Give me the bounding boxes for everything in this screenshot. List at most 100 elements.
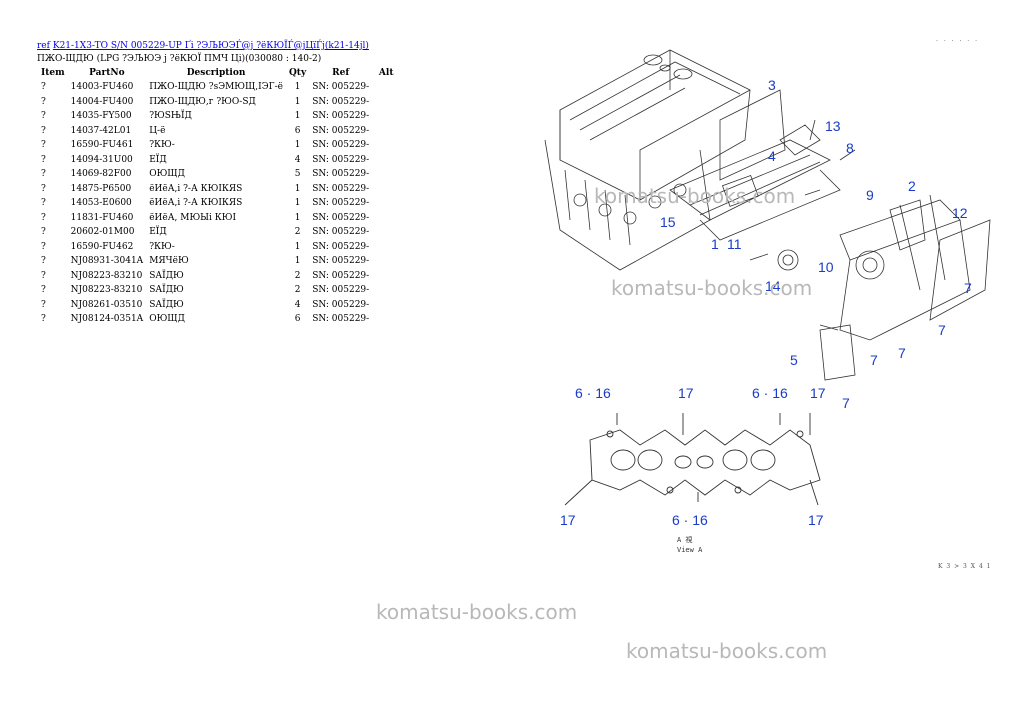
cell-partno: 14094-31U00	[70, 154, 133, 165]
cell-qty: 2	[294, 227, 301, 238]
cell-item: ?	[41, 111, 46, 122]
cell-partno: NJ08931-3041A	[70, 256, 144, 267]
cell-ref: SN: 005229-	[312, 125, 370, 136]
callout-12: 12	[952, 205, 968, 221]
cell-alt	[372, 80, 400, 95]
callout-9: 9	[866, 187, 874, 203]
cell-qty: 1	[294, 111, 301, 122]
cell-qty: 1	[294, 212, 301, 223]
cell-alt	[372, 167, 400, 182]
cell-qty: 2	[294, 270, 301, 281]
cell-alt	[372, 298, 400, 313]
model-title-link[interactable]: K21-1X3-TO S/N 005229-UP Ґі ?ЭЉЮЭЃ@ј ?ёК…	[52, 41, 369, 51]
cell-ref: SN: 005229-	[312, 227, 370, 238]
cell-partno: 11831-FU460	[70, 212, 134, 223]
cell-ref: SN: 005229-	[312, 212, 370, 223]
cell-alt	[372, 254, 400, 269]
cell-description: МЯЧёЮ	[149, 256, 189, 267]
cell-ref: SN: 005229-	[312, 241, 370, 252]
cell-partno: NJ08223-83210	[70, 270, 143, 281]
cell-description: ЕЇД	[149, 227, 167, 238]
cell-alt	[372, 182, 400, 197]
cell-qty: 6	[294, 125, 301, 136]
cell-ref: SN: 005229-	[312, 183, 370, 194]
callout-3: 3	[768, 77, 776, 93]
watermark: komatsu-books.com	[376, 600, 578, 624]
view-callout-6-16-a: 6 · 16	[575, 385, 611, 401]
cell-item: ?	[41, 241, 46, 252]
callout-4: 4	[768, 148, 776, 164]
cell-description: ёИёА,і ?-А КЮІКЯS	[149, 183, 243, 194]
cell-description: Ц-ё	[149, 125, 166, 136]
cell-qty: 1	[294, 96, 301, 107]
figure-code: K 3 > 3 X 4 1	[938, 563, 992, 570]
callout-2: 2	[908, 178, 916, 194]
col-alt: Alt	[378, 68, 394, 78]
callout-15: 15	[660, 214, 676, 230]
cell-qty: 6	[294, 314, 301, 325]
col-ref: Ref	[332, 68, 350, 78]
cell-description: ёИёА,і ?-А КЮІКЯS	[149, 198, 243, 209]
cell-alt	[372, 95, 400, 110]
ref-link[interactable]: ref	[37, 41, 50, 51]
watermark: komatsu-books.com	[626, 639, 828, 663]
callout-1: 1	[711, 236, 719, 252]
cell-item: ?	[41, 125, 46, 136]
cell-qty: 1	[294, 82, 301, 93]
cell-partno: NJ08261-03510	[70, 299, 143, 310]
callout-11: 11	[727, 236, 742, 252]
cell-item: ?	[41, 212, 46, 223]
cell-item: ?	[41, 183, 46, 194]
cell-item: ?	[41, 82, 46, 93]
cell-alt	[372, 138, 400, 153]
callout-7d: 7	[870, 352, 878, 368]
view-callout-17-c: 17	[560, 512, 576, 528]
col-qty: Qty	[288, 68, 307, 78]
callout-14: 14	[765, 278, 781, 294]
cell-item: ?	[41, 227, 46, 238]
cell-ref: SN: 005229-	[312, 82, 370, 93]
cell-item: ?	[41, 198, 46, 209]
cell-ref: SN: 005229-	[312, 314, 370, 325]
breadcrumb: ref K21-1X3-TO S/N 005229-UP Ґі ?ЭЉЮЭЃ@ј…	[37, 40, 517, 53]
watermark: komatsu-books.com	[594, 184, 796, 208]
cell-item: ?	[41, 96, 46, 107]
cell-qty: 2	[294, 285, 301, 296]
parts-table: Item PartNo Description Qty Ref Alt ?140…	[38, 66, 400, 327]
cell-item: ?	[41, 154, 46, 165]
cell-item: ?	[41, 169, 46, 180]
cell-partno: 14875-P6500	[70, 183, 132, 194]
corner-marks: . . . . . .	[936, 36, 979, 43]
callout-5: 5	[790, 352, 798, 368]
exploded-parts-diagram: 3 13 4 8 9 2 12 15 1 11 10 14 7 7 7 7 7 …	[544, 49, 991, 554]
callout-7a: 7	[964, 280, 972, 296]
cell-ref: SN: 005229-	[312, 140, 370, 151]
col-description: Description	[186, 68, 246, 78]
cell-partno: 14003-FU460	[70, 82, 134, 93]
cell-item: ?	[41, 140, 46, 151]
cell-description: ЕЇД	[149, 154, 167, 165]
cell-alt	[372, 283, 400, 298]
page-subtitle: ПЖО-ЩДЮ (LPG ?ЭЉЮЭ ј ?ёКЮЇ ПМЧ Ці)(03008…	[37, 54, 322, 64]
col-item: Item	[41, 68, 65, 78]
cell-partno: NJ08124-0351A	[70, 314, 144, 325]
cell-alt	[372, 153, 400, 168]
cell-partno: 16590-FU461	[70, 140, 134, 151]
callout-8: 8	[846, 140, 854, 156]
cell-ref: SN: 005229-	[312, 111, 370, 122]
cell-qty: 1	[294, 140, 301, 151]
gasket-view-a	[564, 413, 821, 506]
callout-labels: 3 13 4 8 9 2 12 15 1 11 10 14 7 7 7 7 7 …	[560, 77, 972, 528]
cell-description: ОЮЩД	[149, 314, 185, 325]
cell-qty: 1	[294, 198, 301, 209]
view-a-caption: A 視 View A	[677, 535, 703, 554]
view-callout-17-a: 17	[678, 385, 694, 401]
